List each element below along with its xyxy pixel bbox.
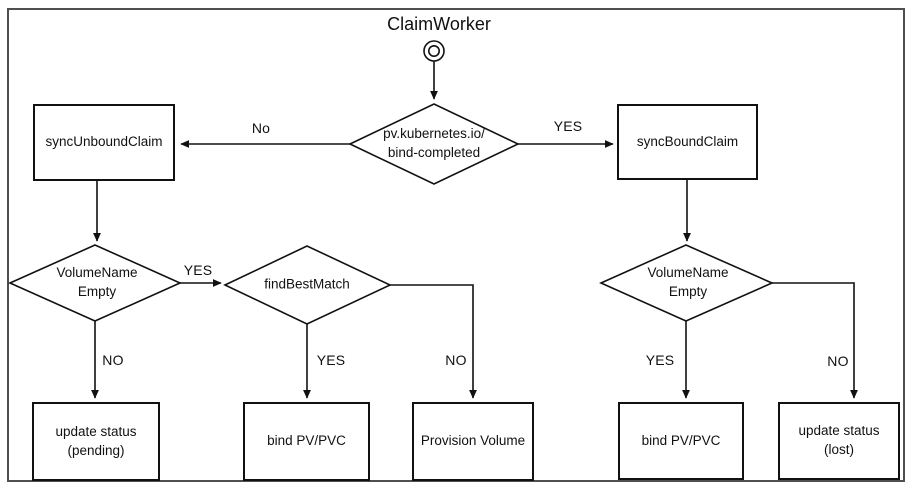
edge-label-volumename-right-no: NO xyxy=(827,353,849,369)
start-node-inner-circle xyxy=(427,44,440,57)
edge-label-findbestmatch-yes: YES xyxy=(316,352,346,368)
node-label-findbestmatch: findBestMatch xyxy=(264,276,350,292)
decision-diamond-findbestmatch xyxy=(223,245,392,325)
edge-label-volumename-left-no: NO xyxy=(102,352,124,368)
node-label-volumename-right: VolumeName Empty xyxy=(647,265,729,299)
node-update-status-lost: update status (lost) xyxy=(778,402,900,480)
node-update-status-pending: update status (pending) xyxy=(32,402,160,481)
edge-label-volumename-left-yes: YES xyxy=(183,262,213,278)
edge-label-volumename-right-yes: YES xyxy=(645,352,675,368)
decision-diamond-bind-completed xyxy=(348,103,520,185)
diagram-frame xyxy=(7,8,905,482)
edge-label-findbestmatch-no: NO xyxy=(445,352,467,368)
edge-findbestmatch-no xyxy=(390,284,477,399)
decision-diamond-volumename-right xyxy=(599,244,774,322)
node-provision-volume: Provision Volume xyxy=(412,402,534,481)
node-sync-bound-claim: syncBoundClaim xyxy=(617,104,758,180)
edge-label-bind-completed-yes: YES xyxy=(553,118,583,134)
node-sync-unbound-claim: syncUnboundClaim xyxy=(33,104,175,181)
decision-diamond-volumename-left xyxy=(8,244,182,322)
node-label-bind-completed: pv.kubernetes.io/ bind-completed xyxy=(383,126,485,160)
node-label-volumename-left: VolumeName Empty xyxy=(56,265,138,299)
node-bind-pv-pvc-right: bind PV/PVC xyxy=(618,402,744,480)
edge-volumename-right-no xyxy=(772,282,858,399)
node-bind-pv-pvc-left: bind PV/PVC xyxy=(243,402,370,481)
diagram-title: ClaimWorker xyxy=(387,14,491,34)
edge-label-bind-completed-no: No xyxy=(251,120,271,136)
